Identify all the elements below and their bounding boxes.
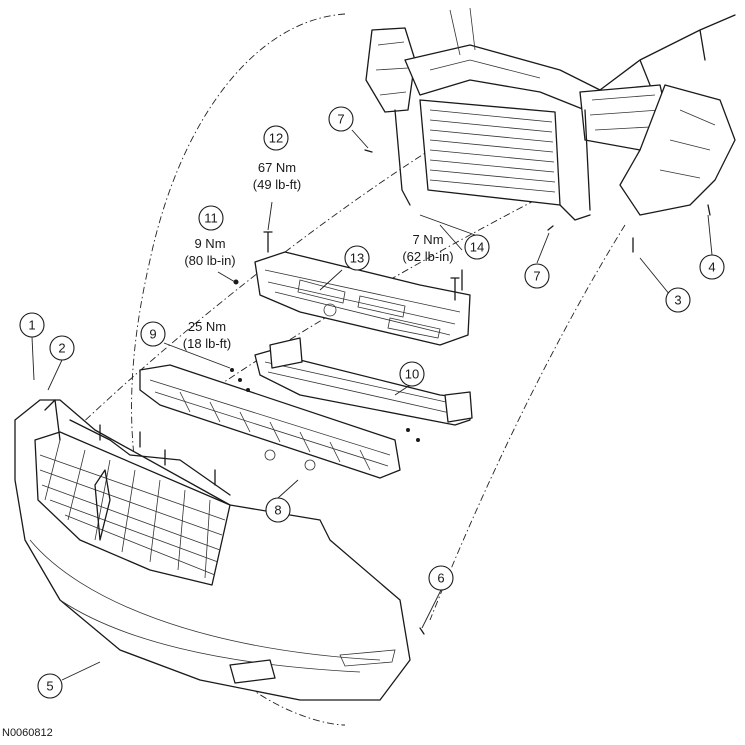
callout-7-upper: 7 <box>328 106 354 132</box>
upper-radiator-support <box>404 44 601 111</box>
callout-6: 6 <box>428 565 454 591</box>
torque-9-metric: 25 Nm <box>188 319 226 334</box>
callout-2-label: 2 <box>58 341 65 356</box>
alignment-line-grille <box>74 149 431 431</box>
torque-12-imperial: (49 lb-ft) <box>253 177 301 192</box>
callout-3-label: 3 <box>674 293 681 308</box>
torque-spec-12: 67 Nm (49 lb-ft) <box>253 160 301 192</box>
fasteners <box>99 149 711 635</box>
callout-3: 3 <box>665 287 691 313</box>
callout-13: 13 <box>344 245 370 271</box>
callout-4-label: 4 <box>708 260 715 275</box>
callout-10-label: 10 <box>405 367 419 382</box>
callout-1-label: 1 <box>28 318 35 333</box>
radiator-support-assembly <box>365 7 736 221</box>
callout-11: 11 <box>198 205 224 231</box>
callout-9-label: 9 <box>149 327 156 342</box>
torque-14-imperial: (62 lb-in) <box>402 249 453 264</box>
callout-12-label: 12 <box>269 131 283 146</box>
callout-8: 8 <box>265 497 291 523</box>
callout-4: 4 <box>699 254 725 280</box>
item-13-reinforcement-bar <box>254 251 471 346</box>
alignment-line-right <box>429 224 626 621</box>
torque-spec-9: 25 Nm (18 lb-ft) <box>183 319 231 351</box>
callout-8-label: 8 <box>274 503 281 518</box>
item-10-bumper-beam <box>254 337 473 426</box>
torque-9-imperial: (18 lb-ft) <box>183 336 231 351</box>
torque-11-metric: 9 Nm <box>194 236 225 251</box>
callout-7-lower: 7 <box>524 263 550 289</box>
torque-12-metric: 67 Nm <box>258 160 296 175</box>
callout-9: 9 <box>140 321 166 347</box>
torque-14-metric: 7 Nm <box>412 232 443 247</box>
callout-14: 14 <box>464 234 490 260</box>
torque-11-imperial: (80 lb-in) <box>184 253 235 268</box>
alignment-line-bar <box>204 194 546 396</box>
callout-7-upper-label: 7 <box>337 112 344 127</box>
callout-10: 10 <box>399 361 425 387</box>
callout-14-label: 14 <box>470 240 484 255</box>
torque-spec-14: 7 Nm (62 lb-in) <box>402 232 453 264</box>
torque-spec-11: 9 Nm (80 lb-in) <box>184 236 235 268</box>
callout-11-label: 11 <box>204 211 218 226</box>
fender-splash-shield <box>619 84 736 216</box>
callout-1: 1 <box>19 312 45 338</box>
callout-5: 5 <box>37 673 63 699</box>
figure-id: N0060812 <box>2 727 53 739</box>
callout-6-label: 6 <box>437 571 444 586</box>
item-8-energy-absorber <box>139 364 401 479</box>
leader-lines <box>31 129 713 681</box>
alignment-loop-line <box>131 13 346 726</box>
callout-5-label: 5 <box>46 679 53 694</box>
callout-12: 12 <box>263 125 289 151</box>
callout-13-label: 13 <box>350 251 364 266</box>
callout-7-lower-label: 7 <box>533 269 540 284</box>
grille-assembly <box>34 399 231 586</box>
left-headlamp <box>365 27 416 113</box>
callout-2: 2 <box>49 335 75 361</box>
